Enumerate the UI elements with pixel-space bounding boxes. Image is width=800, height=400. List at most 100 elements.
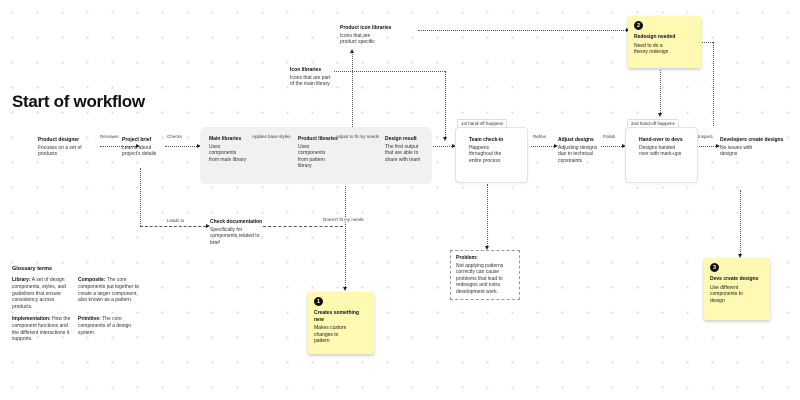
node-title: Hand-over to devs xyxy=(639,137,683,143)
problem-note[interactable]: Problem: Not applying patterns correctly… xyxy=(450,250,520,301)
connector-redesign-handover xyxy=(660,70,661,113)
edge-label-doesnt-fit[interactable]: Doesn't fit my needs xyxy=(322,217,365,222)
node-design-result[interactable]: Design result The first output that are … xyxy=(385,136,427,163)
connector-brief-checkdoc-h xyxy=(140,226,206,227)
arrowhead-up-icon xyxy=(349,49,354,53)
arrowhead-right-icon xyxy=(716,143,720,148)
node-desc: Focuses on a set of products xyxy=(38,144,82,158)
node-desc: The first output that are able to share … xyxy=(385,143,421,163)
node-title: Project brief xyxy=(122,137,152,143)
node-desc: Uses components from main library xyxy=(209,143,247,163)
node-product-designer[interactable]: Product designer Focuses on a set of pro… xyxy=(38,137,98,158)
node-title: Adjust designs xyxy=(558,137,594,143)
connector-adjust-handover xyxy=(601,146,622,147)
edge-label-inspect[interactable]: Inspect xyxy=(698,134,713,139)
node-icon-libraries[interactable]: Icon libraries Icons that are part of th… xyxy=(290,67,332,88)
edge-label-applies-base-styles[interactable]: Applies base styles xyxy=(252,134,291,139)
glossary-text: A set of design components, styles, and … xyxy=(12,277,66,310)
connector-result-checkin xyxy=(433,146,452,147)
glossary-text: The core components put together to crea… xyxy=(78,277,139,304)
sticky-redesign-needed[interactable]: 2 Redesign needed Need to do a theory re… xyxy=(628,16,701,68)
node-title: Product libraries xyxy=(298,136,338,142)
glossary-item-library[interactable]: Library: A set of design components, sty… xyxy=(12,277,74,311)
edge-label-adjust-to-fit[interactable]: Adjust to fit my needs xyxy=(336,134,380,139)
connector-producticons-redesign xyxy=(418,30,626,31)
sticky-badge: 3 xyxy=(710,263,719,272)
arrowhead-down-icon xyxy=(442,137,447,141)
edge-label-checks[interactable]: Checks xyxy=(167,134,183,139)
arrowhead-down-icon xyxy=(342,287,347,291)
arrowhead-right-icon xyxy=(206,223,210,228)
edge-label-leads-to[interactable]: Leads to xyxy=(167,218,185,223)
edge-label-refine[interactable]: Refine xyxy=(533,134,547,139)
edge-label-polish[interactable]: Polish xyxy=(603,134,616,139)
glossary-text: The core components of a design system. xyxy=(78,316,132,336)
node-developers[interactable]: Developers create designs No issues with… xyxy=(720,137,792,158)
connector-brief-checkdoc-v xyxy=(140,168,141,226)
node-title: Main libraries xyxy=(209,136,242,142)
connector-redesign-right-down xyxy=(713,42,714,126)
connector-brief-libraries xyxy=(165,146,197,147)
glossary-text: How the component functions and the diff… xyxy=(12,316,71,343)
node-title: Team check-in xyxy=(469,137,504,143)
node-desc: Uses components from pattern library xyxy=(298,143,326,170)
connector-redesign-right xyxy=(702,42,713,43)
glossary-item-implementation[interactable]: Implementation: How the component functi… xyxy=(12,316,74,343)
connector-checkdoc-sticky xyxy=(263,226,343,227)
glossary-term: Composite: xyxy=(78,277,106,283)
connector-designer-brief xyxy=(100,146,136,147)
node-desc: No issues with designs xyxy=(720,144,753,158)
arrowhead-down-icon xyxy=(737,254,742,258)
sticky-title: Devs create designs xyxy=(710,276,759,282)
arrowhead-right-icon xyxy=(197,143,201,148)
arrowhead-right-icon xyxy=(136,143,140,148)
problem-title: Problem: xyxy=(456,255,478,261)
connector-iconlibs-down xyxy=(445,71,446,137)
edge-label-receives[interactable]: Receives xyxy=(100,134,119,139)
arrowhead-right-icon xyxy=(554,143,558,148)
connector-devs-sticky xyxy=(740,190,741,254)
node-project-brief[interactable]: Project brief Learns about project's det… xyxy=(122,137,168,158)
arrowhead-down-icon xyxy=(657,113,662,117)
sticky-body: Need to do a theory redesign xyxy=(634,42,669,56)
node-adjust-designs[interactable]: Adjust designs Adjusting designs due to … xyxy=(558,137,600,164)
node-desc: Adjusting designs due to technical const… xyxy=(558,144,598,164)
sticky-badge: 1 xyxy=(314,297,323,306)
connector-producticons-vertical xyxy=(352,52,353,127)
problem-body: Not applying patterns correctly can caus… xyxy=(456,262,504,295)
node-product-icon-libraries[interactable]: Product icon libraries Icons that are pr… xyxy=(340,25,402,46)
node-main-libraries[interactable]: Main libraries Uses components from main… xyxy=(209,136,247,163)
node-title: Developers create designs xyxy=(720,137,784,143)
node-title: Check documentation xyxy=(210,219,263,225)
sticky-badge: 2 xyxy=(634,21,643,30)
connector-iconlibs-horizontal xyxy=(334,71,445,72)
node-handover[interactable]: Hand-over to devs Designs handed over wi… xyxy=(625,127,698,183)
node-desc: Icons that are product specific xyxy=(340,32,375,46)
connector-checkin-problem xyxy=(487,184,488,246)
node-desc: Icons that are part of the main library xyxy=(290,74,331,88)
node-team-checkin[interactable]: Team check-in Happens throughout the ent… xyxy=(455,127,528,183)
node-title: Icon libraries xyxy=(290,67,322,73)
node-title: Design result xyxy=(385,136,417,142)
libraries-container[interactable] xyxy=(200,127,432,184)
sticky-body: Use different components to design xyxy=(710,284,743,304)
sticky-body: Makes custom changes to pattern xyxy=(314,325,347,345)
glossary-item-primitive[interactable]: Primitive: The core components of a desi… xyxy=(78,316,142,336)
sticky-title: Redesign needed xyxy=(634,34,676,40)
glossary-term: Library: xyxy=(12,277,31,283)
node-check-documentation[interactable]: Check documentation Specifically for com… xyxy=(210,219,262,246)
connector-result-creates-sticky xyxy=(345,186,346,287)
glossary-heading[interactable]: Glossary terms xyxy=(12,266,53,272)
connector-checkin-adjust xyxy=(531,146,554,147)
glossary-term: Implementation: xyxy=(12,316,51,322)
sticky-creates-something-new[interactable]: 1 Creates something new Makes custom cha… xyxy=(308,292,374,354)
arrowhead-right-icon xyxy=(452,143,456,148)
node-product-libraries[interactable]: Product libraries Uses components from p… xyxy=(298,136,338,170)
node-desc: Happens throughout the entire process xyxy=(469,144,502,164)
arrowhead-right-icon xyxy=(622,143,626,148)
connector-handover-devs xyxy=(697,146,716,147)
page-title[interactable]: Start of workflow xyxy=(12,92,145,111)
glossary-item-composite[interactable]: Composite: The core components put toget… xyxy=(78,277,144,304)
sticky-devs-create-designs[interactable]: 3 Devs create designs Use different comp… xyxy=(704,258,770,320)
node-desc: Learns about project's details xyxy=(122,144,157,158)
